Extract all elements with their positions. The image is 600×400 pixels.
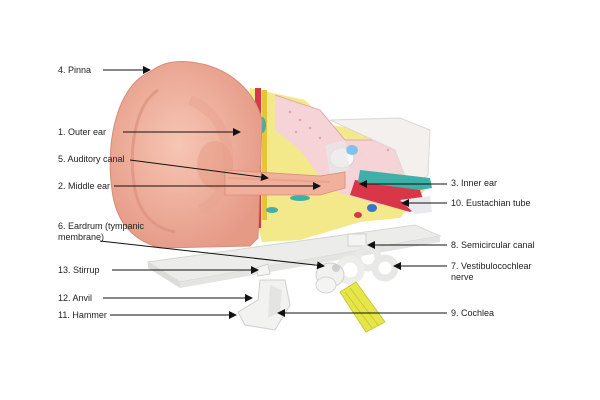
label-stirrup: 13. Stirrup	[58, 265, 100, 275]
label-vestibulocochlear-nerve: 7. Vestibulocochlear nerve	[451, 261, 532, 282]
label-hammer: 11. Hammer	[58, 310, 107, 320]
label-cochlea: 9. Cochlea	[451, 308, 495, 318]
label-semicircular-canal: 8. Semicircular canal	[451, 240, 535, 250]
leader-lines	[99, 66, 447, 319]
label-auditory-canal: 5. Auditory canal	[58, 154, 125, 164]
label-pinna: 4. Pinna	[58, 65, 92, 75]
tube-teal	[358, 170, 432, 190]
label-eustachian-tube: 10. Eustachian tube	[451, 198, 531, 208]
label-middle-ear: 2. Middle ear	[58, 181, 111, 191]
label-eardrum: 6. Eardrum (tympanic membrane)	[58, 221, 145, 242]
label-outer-ear: 1. Outer ear	[58, 127, 107, 137]
nerve-yellow	[339, 281, 386, 333]
label-anvil: 12. Anvil	[58, 293, 93, 303]
label-inner-ear: 3. Inner ear	[451, 178, 498, 188]
